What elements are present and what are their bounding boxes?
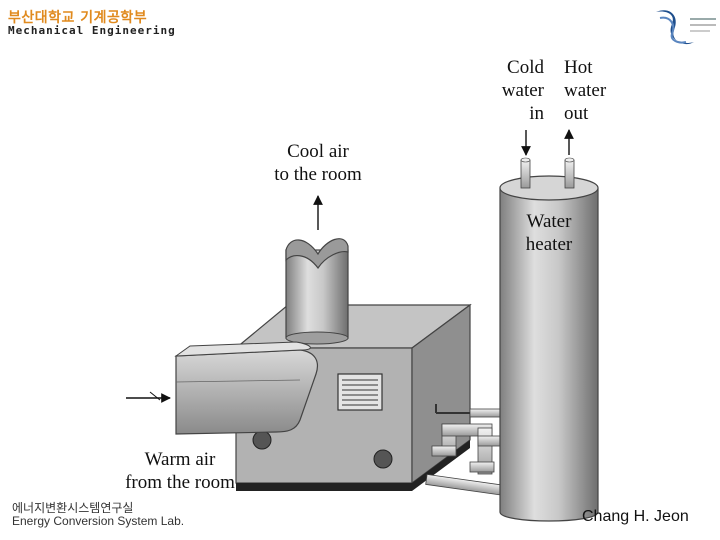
hot-water-pipe [564, 159, 575, 189]
label-hot-water-out: Hot water out [564, 57, 607, 124]
footer-lab-korean: 에너지변환시스템연구실 [12, 501, 134, 515]
cold-water-pipe [520, 159, 531, 189]
furnace-knob-right [373, 449, 393, 469]
label-warm-air: Warm air from the room [125, 449, 235, 493]
label-cool-air: Cool air to the room [274, 141, 362, 185]
header-title-english: Mechanical Engineering [8, 24, 176, 37]
label-water-heater: Water heater [525, 211, 573, 255]
vent-grille [337, 373, 383, 411]
university-emblem-icon [656, 10, 716, 45]
footer-author: Chang H. Jeon [582, 508, 689, 525]
label-cold-water-in: Cold water in [501, 57, 544, 124]
warm-air-duct [174, 341, 319, 435]
cool-air-duct [285, 238, 349, 345]
water-heater-tank [499, 157, 599, 522]
footer-lab-english: Energy Conversion System Lab. [12, 514, 185, 528]
furnace-base [236, 483, 412, 491]
connecting-pipes [425, 404, 513, 496]
furnace-knob-left [252, 430, 272, 450]
header-title-korean: 부산대학교 기계공학부 [8, 10, 148, 26]
